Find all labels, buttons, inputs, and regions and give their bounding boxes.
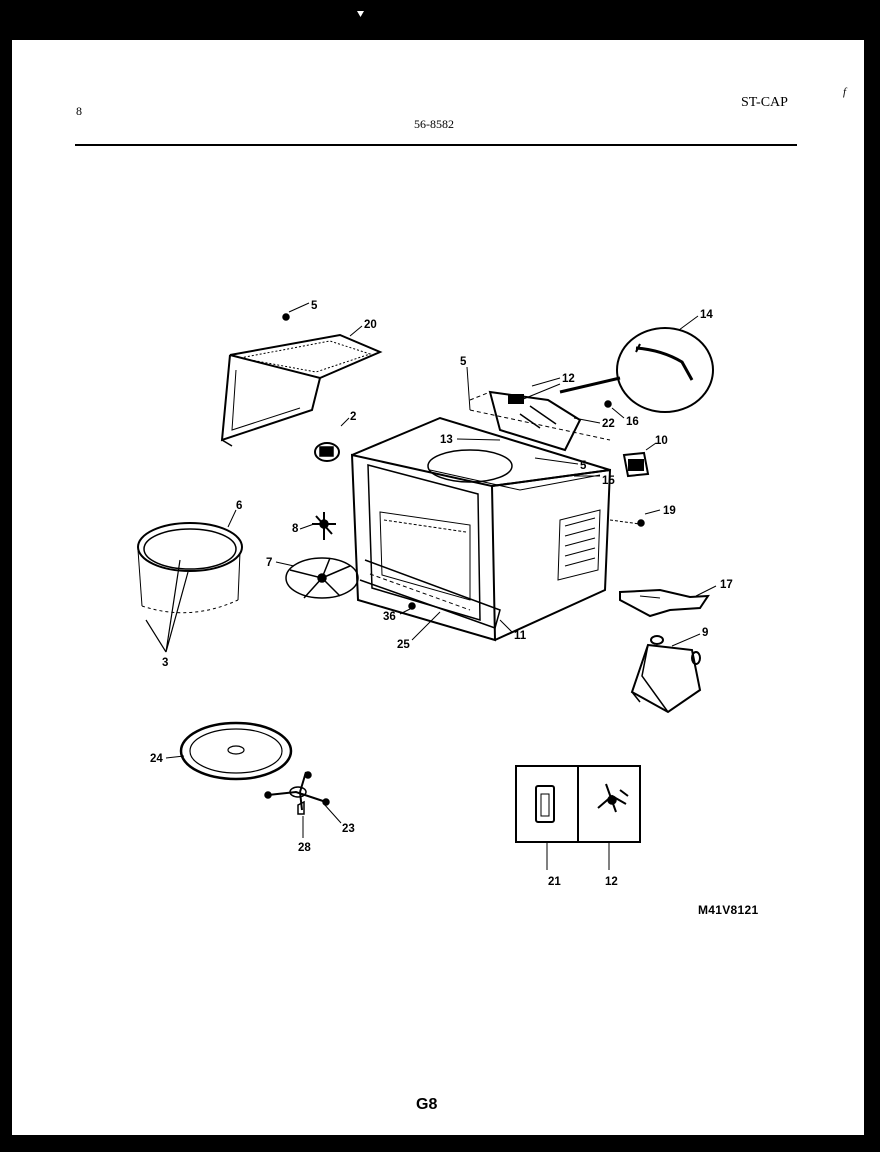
callout-12a: 12 <box>562 373 575 385</box>
callout-11: 11 <box>514 630 527 642</box>
callout-14: 14 <box>700 309 713 321</box>
model-code: M41V8121 <box>698 903 759 917</box>
callout-28: 28 <box>298 842 311 854</box>
page-number: 8 <box>76 104 82 118</box>
callout-2: 2 <box>350 411 356 423</box>
part-8-socket <box>312 512 336 540</box>
callout-17: 17 <box>720 579 733 591</box>
part-6-filter <box>137 522 243 653</box>
part-7-fan <box>285 557 359 599</box>
part-28-coupler <box>297 800 305 815</box>
section-code: ST-CAP <box>741 95 788 110</box>
part-19-screw <box>637 519 645 527</box>
callout-21: 21 <box>548 876 561 888</box>
part-9-guide <box>630 635 702 714</box>
callout-23: 23 <box>342 823 355 835</box>
callout-24: 24 <box>150 753 163 765</box>
callout-8: 8 <box>292 523 299 535</box>
header-rule <box>75 144 797 146</box>
callout-36: 36 <box>383 611 396 623</box>
callout-13: 13 <box>440 434 453 446</box>
edge-mark: f <box>843 86 847 98</box>
callout-22: 22 <box>602 418 615 430</box>
callout-10: 10 <box>655 435 668 447</box>
callout-leaders <box>165 302 717 870</box>
callout-25: 25 <box>397 639 410 651</box>
part-23-roller-support <box>264 771 330 811</box>
part-22-switch-bracket <box>469 376 621 452</box>
callout-3: 3 <box>162 657 168 669</box>
callout-16: 16 <box>626 416 639 428</box>
part-14-detail-circle <box>616 327 714 413</box>
part-36-screw <box>408 602 416 610</box>
callout-5a: 5 <box>311 300 318 312</box>
callout-19: 19 <box>663 505 676 517</box>
scan-mark <box>357 11 364 17</box>
part-24-turntable <box>179 721 293 781</box>
page-id: G8 <box>416 1096 438 1113</box>
callout-5c: 5 <box>580 460 587 472</box>
part-2-clip <box>314 442 340 462</box>
callout-12b: 12 <box>605 876 618 888</box>
callout-7: 7 <box>266 557 272 569</box>
part-16-screw <box>604 400 612 408</box>
callout-labels: 5 20 14 5 12 2 13 22 16 10 5 15 6 8 19 7… <box>150 300 733 888</box>
callout-5b: 5 <box>460 356 467 368</box>
part-10-block <box>622 451 650 478</box>
part-17-bracket <box>619 588 710 618</box>
callout-9: 9 <box>702 627 708 639</box>
document-number: 56-8582 <box>414 117 454 131</box>
callout-6: 6 <box>236 500 242 512</box>
part-20-top-cover <box>220 313 383 447</box>
callout-20: 20 <box>364 319 377 331</box>
callout-15: 15 <box>602 475 615 487</box>
cabinet-assembly <box>350 416 641 642</box>
inset-parts-box <box>515 765 641 843</box>
